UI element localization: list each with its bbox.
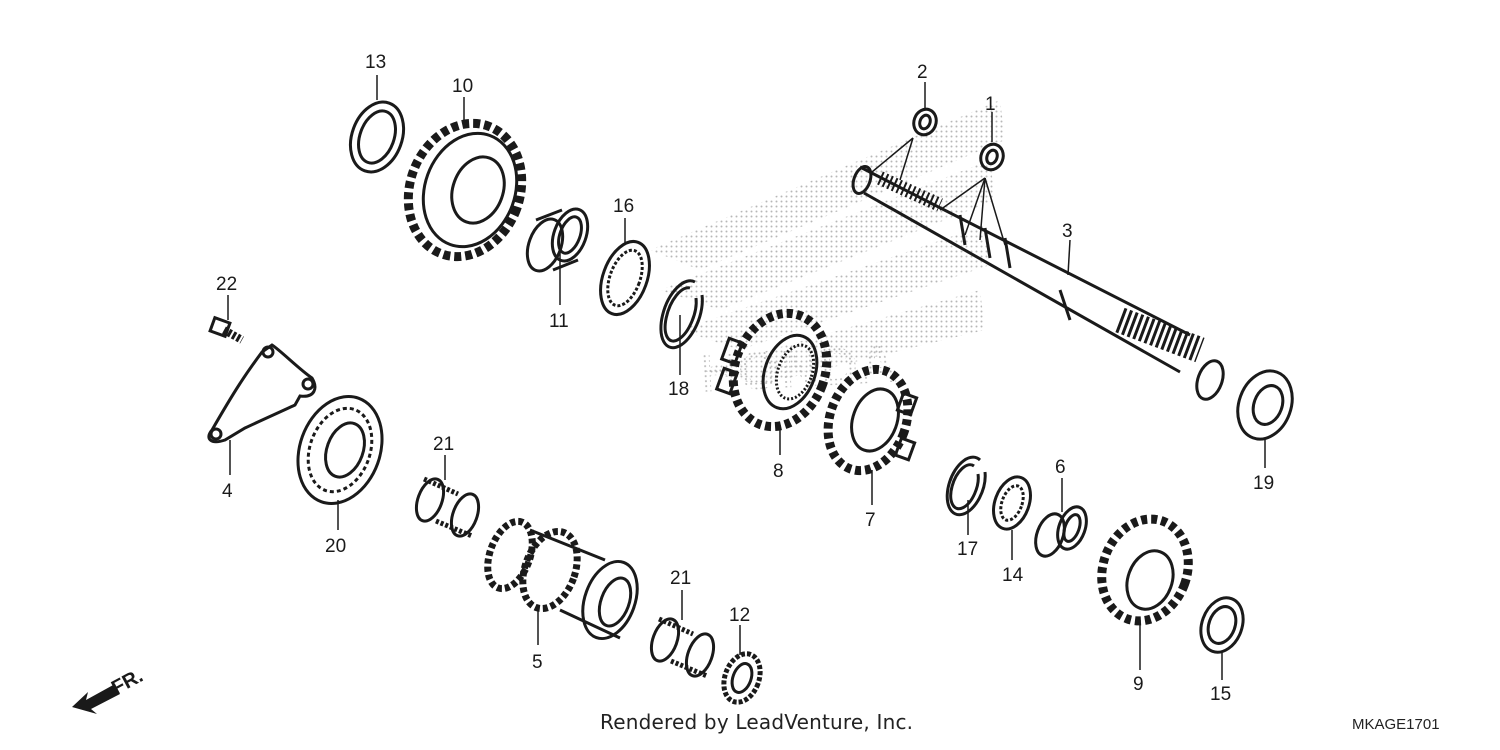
circlip-17	[945, 455, 987, 517]
bushing-1	[979, 142, 1005, 172]
gear-cluster-5	[484, 517, 639, 641]
callout-10: 10	[452, 76, 473, 97]
thrust-washer-13	[348, 100, 406, 174]
callout-15: 15	[1210, 684, 1231, 705]
bearing-19	[1236, 369, 1294, 441]
bushing-2	[912, 107, 938, 137]
mainshaft-3	[851, 165, 1225, 401]
bushing-6	[1034, 505, 1088, 558]
callout-18: 18	[668, 379, 689, 400]
callout-3: 3	[1062, 221, 1073, 242]
needle-bearing-21-a	[414, 476, 481, 539]
callout-13: 13	[365, 52, 386, 73]
callout-17: 17	[957, 539, 978, 560]
diagram-code: MKAGE1701	[1352, 716, 1440, 733]
callout-labels: 1 2 3 4 5 6 7 8 9 10 11 12 13 14 15 16 1…	[216, 52, 1274, 705]
front-direction-arrow: FR.	[72, 665, 147, 714]
spline-washer-14	[992, 475, 1032, 531]
callout-12: 12	[729, 605, 750, 626]
gear-10	[403, 118, 527, 262]
callout-11: 11	[549, 311, 569, 332]
gear-7	[823, 364, 919, 476]
spline-washer-12	[721, 651, 763, 705]
callout-21-a: 21	[433, 434, 454, 455]
callout-19: 19	[1253, 473, 1274, 494]
callout-21-b: 21	[670, 568, 691, 589]
callout-9: 9	[1133, 674, 1144, 695]
gear-9	[1097, 514, 1193, 626]
render-credit: Rendered by LeadVenture, Inc.	[600, 710, 914, 734]
thrust-washer-15	[1199, 596, 1245, 654]
bearing-set-plate-4	[207, 343, 317, 444]
bushing-11	[525, 207, 590, 273]
callout-5: 5	[532, 652, 543, 673]
leader-lines	[227, 75, 1266, 680]
needle-bearing-21-b	[649, 616, 716, 679]
ball-bearing-20	[296, 395, 384, 505]
callout-20: 20	[325, 536, 346, 557]
callout-1: 1	[985, 94, 996, 115]
callout-8: 8	[773, 461, 784, 482]
circlip-18	[659, 279, 704, 350]
callout-16: 16	[613, 196, 634, 217]
callout-7: 7	[865, 510, 876, 531]
spline-washer-16	[599, 240, 651, 316]
callout-2: 2	[917, 62, 928, 83]
callout-14: 14	[1002, 565, 1024, 586]
callout-6: 6	[1055, 457, 1066, 478]
honda-wing-watermark: HONDA	[650, 100, 1005, 404]
callout-4: 4	[222, 481, 233, 502]
bolt-22	[208, 315, 244, 344]
callout-22: 22	[216, 274, 237, 295]
